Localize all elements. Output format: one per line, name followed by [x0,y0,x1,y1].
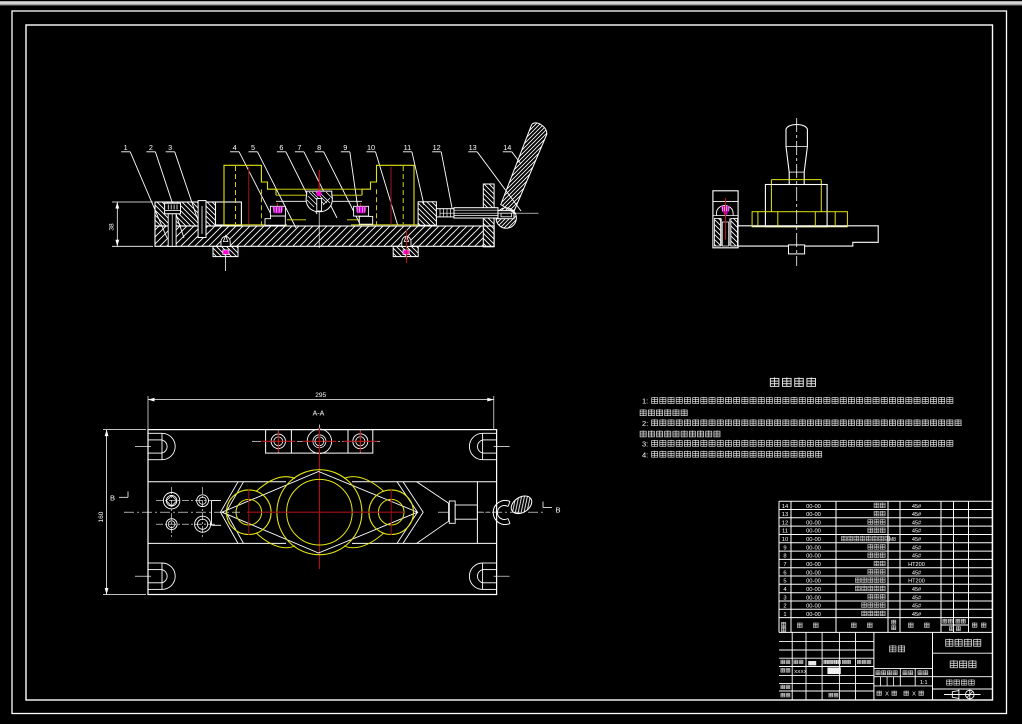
svg-text:00-00: 00-00 [806,595,821,601]
svg-text:7: 7 [783,562,786,568]
svg-text:2: 2 [783,604,786,610]
svg-text:8: 8 [783,554,786,560]
svg-text:00-00: 00-00 [806,520,821,526]
svg-text:9: 9 [343,143,347,152]
svg-text:2: 2 [149,143,153,152]
svg-text:11: 11 [782,529,788,535]
svg-text:45#: 45# [912,587,922,593]
svg-text:45#: 45# [912,595,922,601]
svg-text:00-00: 00-00 [806,587,821,593]
svg-text:4: 4 [783,587,787,593]
svg-text:B: B [110,494,115,503]
svg-text:7: 7 [297,143,301,152]
svg-text:00-00: 00-00 [806,504,821,510]
svg-text:45#: 45# [912,604,922,610]
svg-text:4: 4 [233,143,237,152]
svg-text:00-00: 00-00 [806,529,821,535]
svg-text:10: 10 [782,537,788,543]
svg-text:2:: 2: [642,419,648,428]
svg-text:12: 12 [782,520,788,526]
svg-text:HT200: HT200 [908,579,925,585]
svg-text:45#: 45# [912,504,922,510]
svg-text:00-00: 00-00 [806,570,821,576]
svg-text:45#: 45# [912,512,922,518]
svg-text:45#: 45# [912,529,922,535]
svg-text:1: 1 [783,612,786,618]
svg-text:12: 12 [433,143,441,152]
svg-text:4:: 4: [642,450,648,459]
svg-text:00-00: 00-00 [806,554,821,560]
svg-text:00-00: 00-00 [806,562,821,568]
svg-text:A-A: A-A [313,411,325,418]
svg-text:14: 14 [782,504,789,510]
svg-text:HT200: HT200 [908,562,925,568]
svg-text:00-00: 00-00 [806,612,821,618]
svg-text:5: 5 [783,579,786,585]
svg-text:45#: 45# [912,537,922,543]
svg-text:45#: 45# [912,554,922,560]
svg-text:45#: 45# [912,612,922,618]
svg-text:5: 5 [251,143,255,152]
svg-text:1:: 1: [642,397,648,406]
svg-text:13: 13 [469,143,477,152]
svg-text:11: 11 [404,143,412,152]
svg-text:295: 295 [315,392,326,399]
svg-text:45#: 45# [912,545,922,551]
svg-text:1: 1 [124,143,128,152]
svg-text:3: 3 [783,595,786,601]
svg-text:6: 6 [279,143,283,152]
svg-text:00-00: 00-00 [806,537,821,543]
svg-text:160: 160 [98,511,105,522]
svg-text:38: 38 [109,223,116,231]
svg-text:45#: 45# [912,520,922,526]
svg-text:XXXX: XXXX [794,669,808,675]
svg-text:10: 10 [367,143,375,152]
svg-text:9: 9 [783,545,786,551]
svg-text:B: B [555,506,560,515]
svg-text:14: 14 [503,143,511,152]
svg-text:45#: 45# [912,570,922,576]
svg-text:00-00: 00-00 [806,579,821,585]
svg-text:8: 8 [317,143,321,152]
svg-text:M8: M8 [889,537,896,543]
svg-text:13: 13 [782,512,788,518]
svg-text:00-00: 00-00 [806,512,821,518]
svg-text:1:1: 1:1 [920,680,928,686]
svg-text:X: X [912,692,916,698]
svg-text:00-00: 00-00 [806,545,821,551]
svg-text:3:: 3: [642,440,648,449]
svg-text:3: 3 [168,143,172,152]
svg-text:6: 6 [783,570,786,576]
svg-text:X: X [885,692,889,698]
svg-text:00-00: 00-00 [806,604,821,610]
